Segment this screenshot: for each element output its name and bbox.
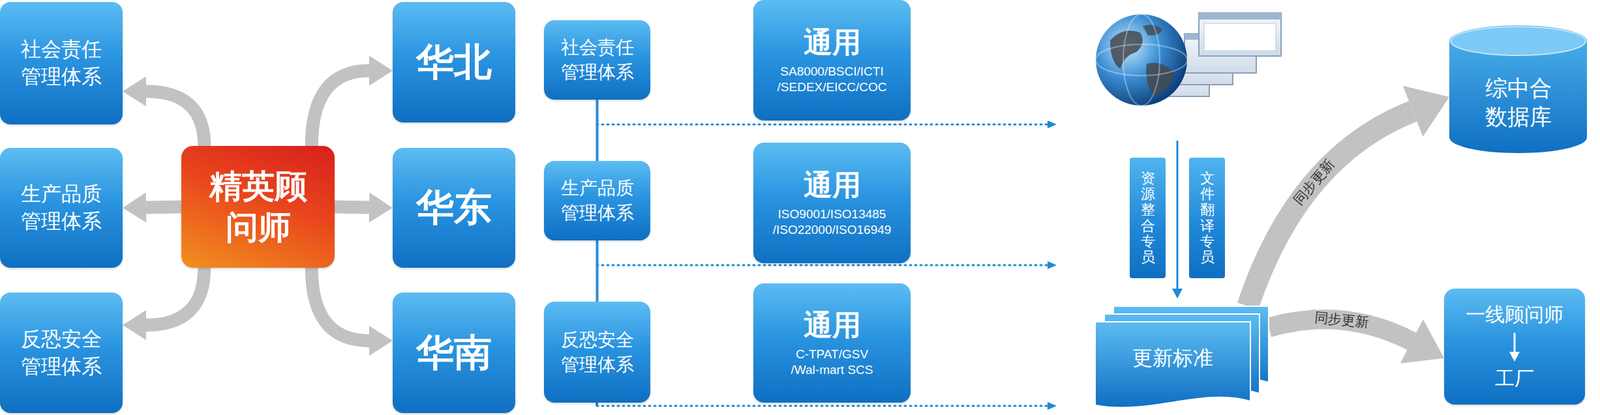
arrow-head [369,192,393,223]
connector-path [1247,111,1413,307]
node-text: 社会责任管理体系 [558,35,637,85]
dotted-line [596,264,1049,267]
node-subtext: SA8000/BSCI/ICTI /SEDEX/EICC/COC [767,63,898,96]
globe [1095,14,1188,106]
document-stack: 更新标准 [1095,306,1269,414]
connector-path [146,91,205,147]
window-pane [1204,23,1276,51]
connector-arrow [122,76,205,147]
node-text: 通用 [803,308,861,344]
arrow-head [1172,288,1183,299]
down-arrow [1172,140,1183,299]
connector-line [596,240,598,302]
text-area: 更新标准 [1095,322,1251,394]
node-text: 华北 [416,39,492,86]
arrow-head [369,55,393,86]
connector-path [311,70,370,147]
connector-path [311,268,370,342]
node-text: 一线顾问师 [1444,303,1585,327]
edge-label: 同步更新 [1288,154,1341,212]
node-text: 华南 [416,330,492,377]
node-text: 社会责任管理体系 [15,35,107,91]
arrow-head [122,192,147,223]
window-bar [1198,13,1282,20]
arrow-head [1047,120,1057,129]
dotted-arrows [596,120,1057,411]
connector-path [596,99,599,162]
node-text: 反恐安全管理体系 [558,328,637,378]
arrow-head [1047,261,1057,270]
standard-box: 通用C-TPAT/GSV /Wal-mart SCS [753,283,911,404]
system-box: 社会责任管理体系 [0,1,123,125]
connector-arrow [122,268,205,341]
node-text: 生产品质管理体系 [558,176,637,226]
window [1198,13,1282,57]
connector-arrow [334,192,393,223]
inner-arrow-line [1513,333,1516,355]
consultant-box: 精英顾问师 [181,146,335,269]
node-text: 生产品质管理体系 [15,180,107,236]
region-box: 华南 [392,292,516,414]
document-page [1095,322,1251,409]
dotted-line [596,405,1049,408]
staff-box: 资源整合专员 [1129,157,1166,279]
node-text: 反恐安全管理体系 [15,326,107,381]
connector-line [596,99,598,162]
arrow-line [1176,140,1179,291]
node-text: 综中合数据库 [1479,73,1558,132]
node-subtext: 工厂 [1444,367,1585,391]
arrow-head [1047,402,1057,411]
connector-path [146,200,182,215]
connector-arrow [122,192,182,223]
connector-path [146,268,205,326]
system-box: 社会责任管理体系 [543,20,651,100]
region-box: 华北 [392,1,516,123]
globe-sphere [1095,14,1188,106]
arrow-head [1403,86,1450,137]
standard-box: 通用ISO9001/ISO13485 /ISO22000/ISO16949 [753,142,911,264]
text-area: 综中合数据库 [1449,56,1587,149]
arrow-head [122,76,147,107]
connector-arrow [1247,86,1450,307]
arrow-head [369,326,393,357]
node-subtext: ISO9001/ISO13485 /ISO22000/ISO16949 [767,206,898,239]
node-subtext: C-TPAT/GSV /Wal-mart SCS [781,347,883,379]
system-box: 生产品质管理体系 [543,161,651,241]
node-text: 精英顾问师 [206,166,311,248]
arrow-head [1400,319,1445,364]
node-text: 文件翻译专员 [1200,170,1215,266]
system-box: 反恐安全管理体系 [0,292,123,414]
connector-path [334,200,370,215]
node-text: 更新标准 [1132,345,1214,372]
cylinder-body [1449,25,1587,154]
connector-arrow [311,55,393,147]
node-text: 资源整合专员 [1140,170,1156,266]
staff-box: 文件翻译专员 [1189,157,1225,279]
connector-path [596,240,599,302]
dotted-line [596,123,1049,126]
continent [1142,24,1163,36]
node-text: 通用 [803,25,861,61]
database-cylinder: 综中合数据库 [1449,25,1587,154]
node-text: 华东 [416,185,492,231]
globe-grid [1095,44,1188,76]
connector-arrow [311,268,393,357]
globe-grid [1123,14,1160,106]
node-text: 通用 [803,168,861,203]
region-box: 华东 [392,148,516,269]
system-box: 反恐安全管理体系 [543,301,651,404]
arrow-head [122,310,147,341]
system-box: 生产品质管理体系 [0,148,123,269]
standard-box: 通用SA8000/BSCI/ICTI /SEDEX/EICC/COC [753,0,911,121]
cylinder-top [1450,26,1586,56]
